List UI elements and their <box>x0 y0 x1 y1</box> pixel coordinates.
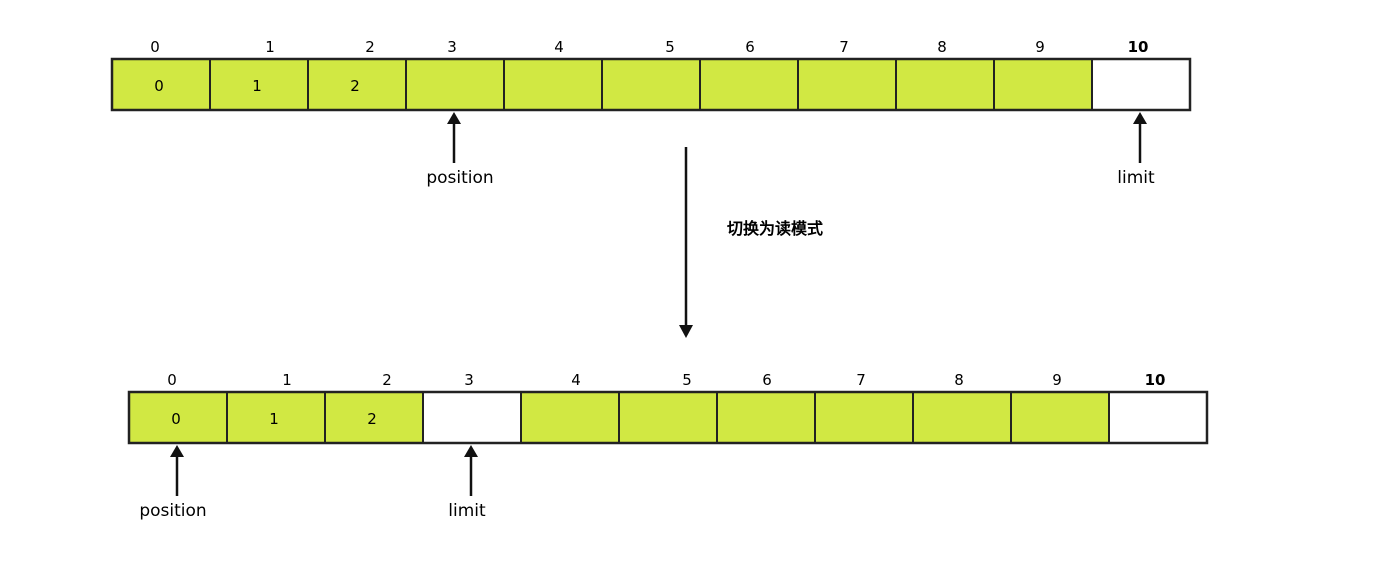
pointer-label: limit <box>1117 168 1155 188</box>
buffer-cell <box>814 391 914 444</box>
mode-switch-arrow <box>679 147 693 338</box>
buffer-cell <box>993 58 1093 111</box>
buffer-cell <box>422 391 522 444</box>
limit-pointer: limit <box>448 445 486 521</box>
pointer-arrowhead <box>447 112 461 124</box>
cell-value: 0 <box>171 410 181 428</box>
index-label: 6 <box>762 371 772 389</box>
index-label: 10 <box>1128 38 1149 56</box>
index-label: 4 <box>571 371 581 389</box>
buffer-cell <box>1108 391 1208 444</box>
buffer-cell <box>895 58 995 111</box>
cell-value: 0 <box>154 77 164 95</box>
buffer-cell <box>797 58 897 111</box>
cell-value: 1 <box>252 77 262 95</box>
mode-switch-label: 切换为读模式 <box>727 219 823 238</box>
buffer-cell <box>503 58 603 111</box>
buffer-cell <box>1091 58 1191 111</box>
mode-switch-arrowhead <box>679 325 693 338</box>
pointer-arrowhead <box>170 445 184 457</box>
buffer-cell <box>601 58 701 111</box>
index-label: 6 <box>745 38 755 56</box>
buffer-outline <box>110 57 1192 112</box>
index-label: 5 <box>665 38 675 56</box>
buffer-cell <box>1010 391 1110 444</box>
read-mode-buffer: 0 1 2 0 1 2 3 4 5 6 7 8 9 10 position limit <box>127 371 1209 521</box>
pointer-label: position <box>426 168 493 188</box>
buffer-cell <box>618 391 718 444</box>
index-label: 8 <box>937 38 947 56</box>
index-label: 5 <box>682 371 692 389</box>
index-label: 2 <box>382 371 392 389</box>
position-pointer: position <box>426 112 494 188</box>
cell-value: 1 <box>269 410 279 428</box>
index-label: 0 <box>167 371 177 389</box>
index-label: 4 <box>554 38 564 56</box>
limit-pointer: limit <box>1117 112 1155 188</box>
pointer-label: limit <box>448 501 486 521</box>
index-label: 0 <box>150 38 160 56</box>
write-mode-buffer: 0 1 2 0 1 2 3 4 5 6 7 8 9 10 position limit <box>110 38 1192 188</box>
index-label: 1 <box>282 371 292 389</box>
pointer-arrowhead <box>464 445 478 457</box>
cell-value: 2 <box>350 77 360 95</box>
buffer-outline <box>127 390 1209 445</box>
index-label: 8 <box>954 371 964 389</box>
index-label: 3 <box>464 371 474 389</box>
buffer-cell <box>699 58 799 111</box>
index-label: 1 <box>265 38 275 56</box>
index-label: 9 <box>1035 38 1045 56</box>
buffer-cell <box>520 391 620 444</box>
cell-value: 2 <box>367 410 377 428</box>
index-label: 10 <box>1145 371 1166 389</box>
buffer-cell <box>912 391 1012 444</box>
index-label: 7 <box>856 371 866 389</box>
pointer-label: position <box>139 501 206 521</box>
index-label: 9 <box>1052 371 1062 389</box>
index-label: 2 <box>365 38 375 56</box>
index-label: 7 <box>839 38 849 56</box>
buffer-cell <box>405 58 505 111</box>
pointer-arrowhead <box>1133 112 1147 124</box>
index-label: 3 <box>447 38 457 56</box>
buffer-cell <box>716 391 816 444</box>
position-pointer: position <box>139 445 207 521</box>
buffer-cell <box>209 58 309 111</box>
